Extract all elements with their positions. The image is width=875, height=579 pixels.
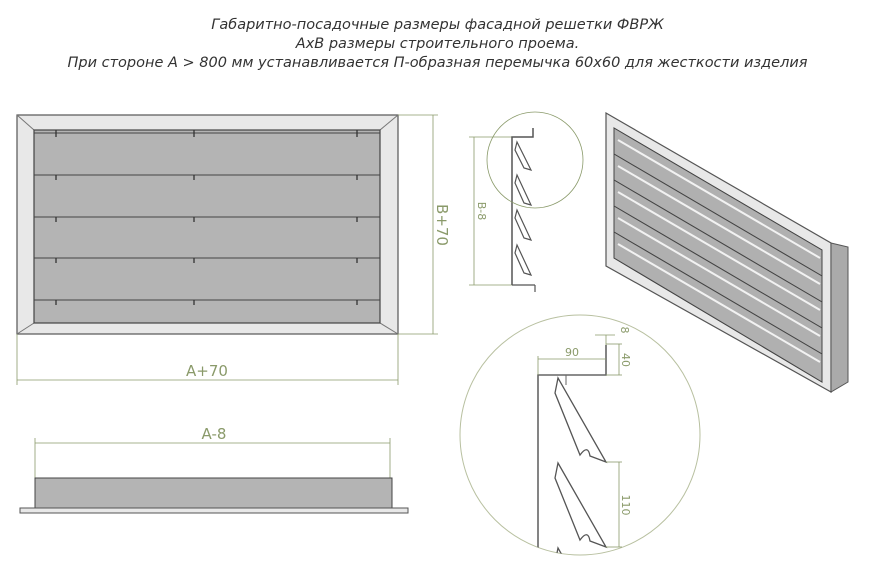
front-view: B+70 A+70	[16, 114, 451, 385]
flange-label: 40	[619, 353, 632, 367]
bottom-view: A-8	[19, 425, 409, 514]
title-line-2: AxB размеры строительного проема.	[295, 36, 580, 52]
title-line-1: Габаритно-посадочные размеры фасадной ре…	[211, 17, 664, 33]
detail-view: 90 8 40 110	[459, 314, 701, 556]
profile-height-label: B-8	[475, 202, 488, 221]
width-dimension-label: A+70	[186, 362, 228, 380]
depth-label: 90	[565, 346, 579, 359]
perspective-view	[605, 111, 849, 394]
side-profile: B-8	[469, 111, 584, 292]
title-line-3: При стороне А > 800 мм устанавливается П…	[67, 55, 808, 71]
thickness-label: 8	[618, 327, 631, 334]
pitch-label: 110	[619, 495, 632, 516]
bottom-width-label: A-8	[202, 425, 227, 443]
height-dimension-label: B+70	[433, 204, 451, 246]
